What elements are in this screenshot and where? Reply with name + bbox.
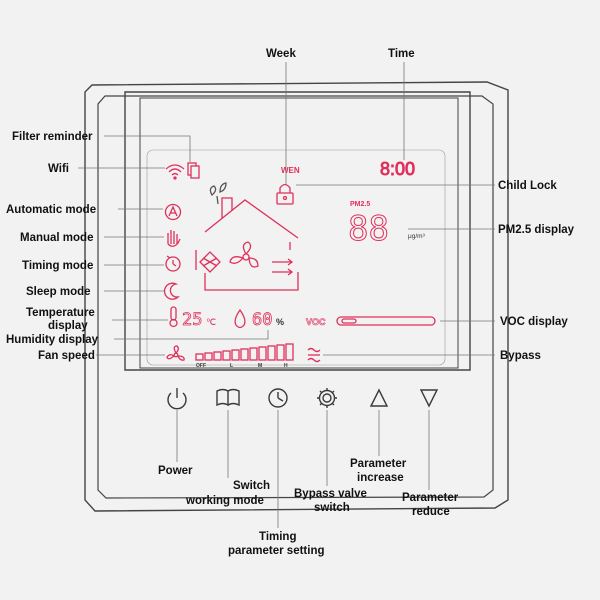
- voc-bar: [336, 316, 436, 326]
- power-button[interactable]: [167, 388, 187, 410]
- label-filter-reminder: Filter reminder: [12, 131, 93, 143]
- fan-l-label: L: [230, 363, 233, 369]
- house-illustration: [204, 182, 299, 291]
- auto-mode-icon: [164, 203, 182, 221]
- label-humidity-display: Humidity display: [6, 334, 99, 346]
- thermometer-icon: [169, 306, 178, 328]
- device-panel: [84, 81, 509, 512]
- power-icon: [167, 388, 187, 410]
- parameter-increase-button[interactable]: [369, 388, 389, 407]
- label-param-increase-1: Parameter: [350, 458, 407, 470]
- label-param-reduce-1: Parameter: [402, 492, 459, 504]
- label-fan-speed: Fan speed: [38, 350, 95, 362]
- label-temperature-display-2: display: [48, 320, 88, 332]
- book-icon: [216, 388, 240, 407]
- lock-icon: [276, 183, 294, 205]
- triangle-up-icon: [369, 388, 389, 407]
- label-timing-mode: Timing mode: [22, 260, 93, 272]
- label-timing-setting-1: Timing: [259, 531, 296, 543]
- fan-h-label: H: [284, 363, 288, 369]
- switch-mode-button[interactable]: [216, 388, 240, 407]
- fan-m-label: M: [258, 363, 262, 369]
- bypass-icon: [307, 347, 321, 363]
- leader-lines: [78, 62, 495, 528]
- humidity-unit: %: [276, 317, 284, 327]
- label-switch-mode-1: Switch: [233, 480, 270, 492]
- lcd-week: WEN: [281, 166, 300, 175]
- clock-icon: [268, 388, 288, 408]
- moon-icon: [163, 282, 180, 300]
- fan-speed-icon: [166, 345, 185, 361]
- fan-off-label: OFF: [196, 363, 206, 369]
- label-param-reduce-2: reduce: [412, 506, 450, 518]
- label-bypass: Bypass: [500, 350, 541, 362]
- timer-icon: [165, 255, 181, 272]
- triangle-down-icon: [419, 389, 439, 408]
- label-time: Time: [388, 48, 415, 60]
- wifi-icon: [165, 164, 185, 180]
- filter-icon: [187, 162, 200, 179]
- parameter-reduce-button[interactable]: [419, 389, 439, 408]
- label-temperature-display-1: Temperature: [26, 307, 95, 319]
- label-automatic-mode: Automatic mode: [6, 204, 96, 216]
- humidity-value: 60: [252, 310, 272, 330]
- fan-icon: [229, 241, 259, 268]
- pm25-value: 88: [348, 209, 389, 249]
- label-manual-mode: Manual mode: [20, 232, 93, 244]
- gear-icon: [317, 388, 337, 408]
- label-switch-mode-2: working mode: [185, 495, 264, 507]
- label-voc-display: VOC display: [500, 316, 568, 328]
- timing-button[interactable]: [268, 388, 288, 408]
- lcd-screen: [146, 149, 446, 366]
- label-power: Power: [158, 465, 193, 477]
- label-sleep-mode: Sleep mode: [26, 286, 91, 298]
- label-timing-setting-2: parameter setting: [228, 545, 325, 557]
- pm25-label: PM2.5: [350, 201, 370, 208]
- label-param-increase-2: increase: [357, 472, 404, 484]
- voc-label: VOC: [306, 317, 326, 327]
- lcd-time: 8:00: [380, 159, 415, 179]
- heat-exchanger-icon: [199, 251, 221, 273]
- hand-icon: [167, 230, 181, 247]
- fan-speed-bars: [195, 343, 294, 361]
- airflow-arrows: [195, 242, 294, 276]
- label-wifi: Wifi: [48, 163, 69, 175]
- label-child-lock: Child Lock: [498, 180, 557, 192]
- label-week: Week: [266, 48, 296, 60]
- bypass-valve-button[interactable]: [317, 388, 337, 408]
- label-bypass-valve-2: switch: [314, 502, 350, 514]
- droplet-icon: [234, 308, 246, 329]
- pm25-unit: μg/m³: [408, 233, 426, 240]
- temperature-unit: ℃: [206, 317, 216, 327]
- temperature-value: 25: [182, 310, 202, 330]
- label-pm25-display: PM2.5 display: [498, 224, 575, 236]
- label-bypass-valve-1: Bypass valve: [294, 488, 367, 500]
